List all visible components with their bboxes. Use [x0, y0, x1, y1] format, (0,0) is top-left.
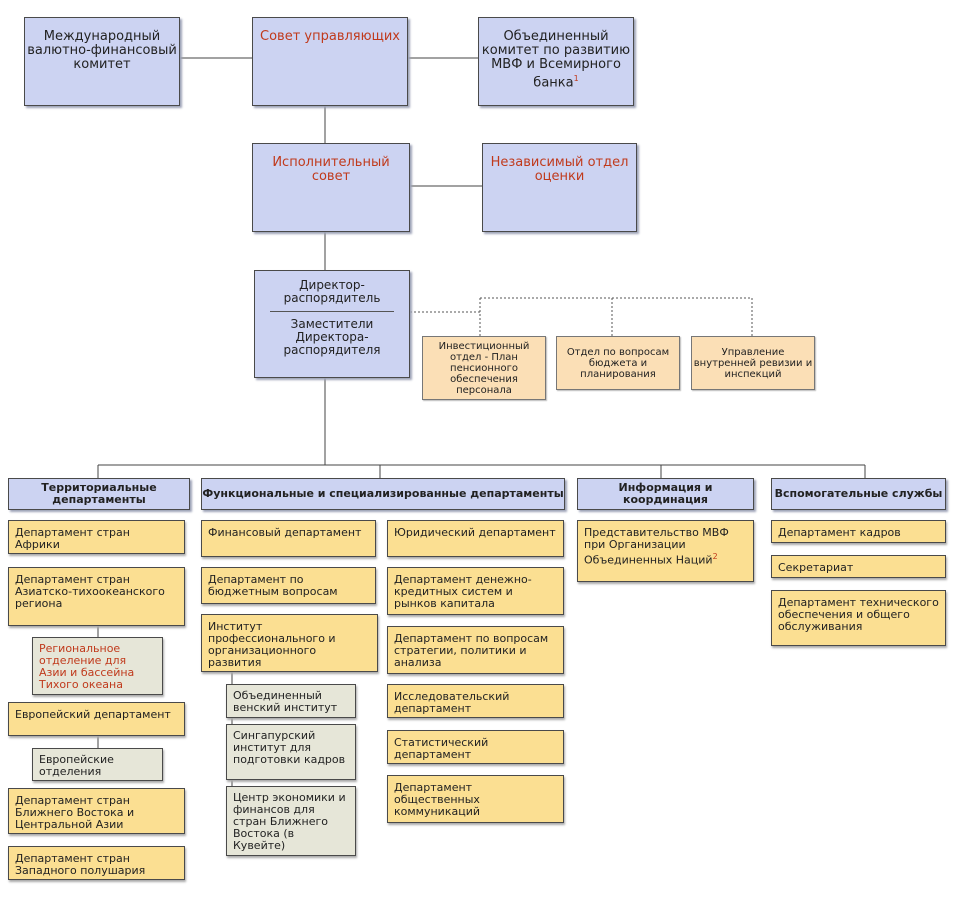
dept-legal: Юридический департамент	[387, 520, 564, 557]
dept-asia-pacific: Департамент стран Азиатско-тихоокеанског…	[8, 567, 185, 626]
dept-europe: Европейский департамент	[8, 702, 185, 736]
singapore-institute: Сингапурский институт для подготовки кад…	[226, 724, 356, 780]
budget-planning-office-box: Отдел по вопросам бюджета и планирования	[556, 336, 680, 390]
development-committee-box: Объединенный комитет по развитию МВФ и В…	[478, 17, 634, 106]
area-departments-title: Территориальные департаменты	[41, 481, 157, 506]
joint-vienna-institute: Объединенный венский институт	[226, 684, 356, 718]
regional-office-asia-pacific-label: Региональное отделение для Азии и бассей…	[39, 642, 135, 691]
dept-budget: Департамент по бюджетным вопросам	[201, 567, 376, 604]
dept-human-resources: Департамент кадров	[771, 520, 946, 543]
un-office-label: Представительство МВФ при Организации Об…	[584, 527, 747, 567]
footnote-1: 1	[573, 74, 579, 83]
development-committee-text: Объединенный комитет по развитию МВФ и В…	[481, 29, 631, 91]
europe-offices: Европейские отделения	[32, 748, 163, 781]
imfc-box: Международный валютно-финансовый комитет	[24, 17, 180, 106]
dept-statistics-label: Статистический департамент	[394, 736, 489, 761]
joint-vienna-institute-label: Объединенный венский институт	[233, 689, 338, 714]
executive-board-box: Исполнительный совет	[252, 143, 410, 232]
dept-finance-label: Финансовый департамент	[208, 526, 362, 539]
managing-director-box: Директор-распорядитель Заместители Дирек…	[254, 270, 410, 378]
investment-office-label: Инвестиционный отдел - План пенсионного …	[438, 340, 530, 396]
dept-budget-label: Департамент по бюджетным вопросам	[208, 573, 338, 598]
info-coordination-title: Информация и координация	[618, 481, 713, 506]
dept-monetary-capital-markets-label: Департамент денежно-кредитных систем и р…	[394, 573, 532, 610]
un-office: Представительство МВФ при Организации Об…	[577, 520, 754, 582]
board-of-governors-box: Совет управляющих	[252, 17, 408, 106]
dept-western-hemisphere: Департамент стран Западного полушария	[8, 846, 185, 880]
dept-human-resources-label: Департамент кадров	[778, 526, 901, 539]
independent-evaluation-box: Независимый отдел оценки	[482, 143, 637, 232]
dept-asia-pacific-label: Департамент стран Азиатско-тихоокеанског…	[15, 573, 165, 610]
info-coordination-header: Информация и координация	[577, 478, 754, 510]
institute-capacity-development-label: Институт профессионального и организацио…	[208, 620, 336, 669]
internal-audit-office-box: Управление внутренней ревизии и инспекци…	[691, 336, 815, 390]
dept-middle-east: Департамент стран Ближнего Востока и Цен…	[8, 788, 185, 834]
dept-monetary-capital-markets: Департамент денежно-кредитных систем и р…	[387, 567, 564, 615]
footnote-2: 2	[712, 552, 718, 561]
area-departments-header: Территориальные департаменты	[8, 478, 190, 510]
regional-office-asia-pacific: Региональное отделение для Азии и бассей…	[32, 637, 163, 695]
dept-strategy-policy-label: Департамент по вопросам стратегии, полит…	[394, 632, 549, 669]
dept-strategy-policy: Департамент по вопросам стратегии, полит…	[387, 626, 564, 674]
dept-western-hemisphere-label: Департамент стран Западного полушария	[15, 852, 146, 877]
development-committee-label: Объединенный комитет по развитию МВФ и В…	[479, 29, 633, 91]
dept-communications-label: Департамент общественных коммуникаций	[394, 781, 480, 818]
director-divider	[270, 311, 394, 312]
dept-technology-general-services: Департамент технического обеспечения и о…	[771, 590, 946, 646]
functional-departments-title: Функциональные и специализированные депа…	[202, 487, 564, 500]
support-services-title: Вспомогательные службы	[774, 487, 943, 500]
dept-communications: Департамент общественных коммуникаций	[387, 775, 564, 823]
dept-research-label: Исследовательский департамент	[394, 690, 510, 715]
investment-office-box: Инвестиционный отдел - План пенсионного …	[422, 336, 546, 400]
dept-legal-label: Юридический департамент	[394, 526, 556, 539]
kuwait-center-label: Центр экономики и финансов для стран Бли…	[233, 791, 346, 852]
budget-planning-office-label: Отдел по вопросам бюджета и планирования	[566, 346, 670, 380]
board-of-governors-label: Совет управляющих	[260, 29, 400, 44]
internal-audit-office-label: Управление внутренней ревизии и инспекци…	[693, 346, 813, 380]
executive-board-label: Исполнительный совет	[272, 155, 390, 184]
functional-departments-header: Функциональные и специализированные депа…	[201, 478, 565, 510]
dept-research: Исследовательский департамент	[387, 684, 564, 718]
secretariat-label: Секретариат	[778, 561, 854, 574]
dept-finance: Финансовый департамент	[201, 520, 376, 557]
dept-africa-label: Департамент стран Африки	[15, 526, 130, 551]
singapore-institute-label: Сингапурский институт для подготовки кад…	[233, 729, 346, 766]
dept-statistics: Статистический департамент	[387, 730, 564, 764]
secretariat: Секретариат	[771, 555, 946, 578]
institute-capacity-development: Институт профессионального и организацио…	[201, 614, 378, 672]
deputy-directors-label: Заместители Директора-распорядителя	[283, 317, 381, 357]
kuwait-center: Центр экономики и финансов для стран Бли…	[226, 786, 356, 856]
dept-middle-east-label: Департамент стран Ближнего Востока и Цен…	[15, 794, 135, 831]
dept-technology-general-services-label: Департамент технического обеспечения и о…	[778, 596, 939, 633]
managing-director-label: Директор-распорядитель	[283, 278, 381, 305]
dept-africa: Департамент стран Африки	[8, 520, 185, 554]
support-services-header: Вспомогательные службы	[771, 478, 946, 510]
imfc-label: Международный валютно-финансовый комитет	[27, 29, 177, 72]
dept-europe-label: Европейский департамент	[15, 708, 171, 721]
independent-evaluation-label: Независимый отдел оценки	[490, 155, 629, 184]
un-office-text: Представительство МВФ при Организации Об…	[584, 526, 729, 567]
europe-offices-label: Европейские отделения	[39, 753, 114, 778]
